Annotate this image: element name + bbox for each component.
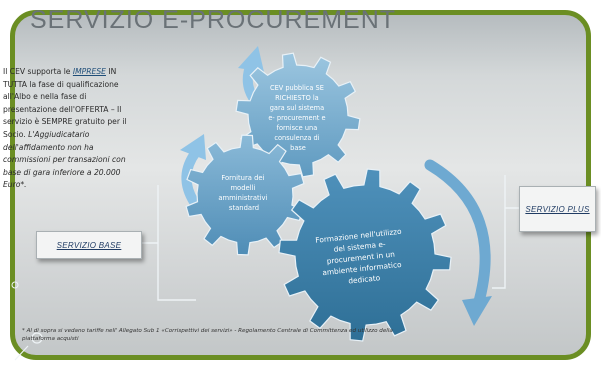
decor-circle-2 [31,332,43,344]
servizio-plus-label: SERVIZIO PLUS [525,204,590,214]
arrow-left-curve [181,147,201,207]
gear-top-text: CEV pubblica SE RICHIESTO la gara sul si… [268,84,327,152]
gear-middle-text: Fornitura dei modelli amministrativi sta… [218,174,269,212]
footnote: * Al di sopra si vedano tariffe nell' Al… [22,328,393,342]
imprese-link[interactable]: IMPRESE [72,67,106,76]
intro-paragraph: Il CEV supporta le IMPRESE IN TUTTA la f… [3,67,127,190]
decor-circle-1 [11,281,19,289]
arrow-right-head [462,296,492,326]
slide-title: SERVIZIO E-PROCUREMENT [30,6,397,34]
gear-mid-shape [185,134,305,256]
gear-top-shape [235,52,361,178]
servizio-base-box[interactable]: SERVIZIO BASE [36,231,142,259]
servizio-base-label: SERVIZIO BASE [56,240,122,250]
arrow-left-head [180,134,206,160]
gear-top [235,52,361,178]
gear-large-shape [278,168,452,342]
arrow-top-head [238,46,264,72]
servizio-plus-box[interactable]: SERVIZIO PLUS [519,186,596,232]
gear-middle [185,134,305,256]
gear-large [278,168,452,342]
arrow-right-curve [424,159,491,311]
bracket-base [142,185,196,301]
decor-line [14,345,29,361]
